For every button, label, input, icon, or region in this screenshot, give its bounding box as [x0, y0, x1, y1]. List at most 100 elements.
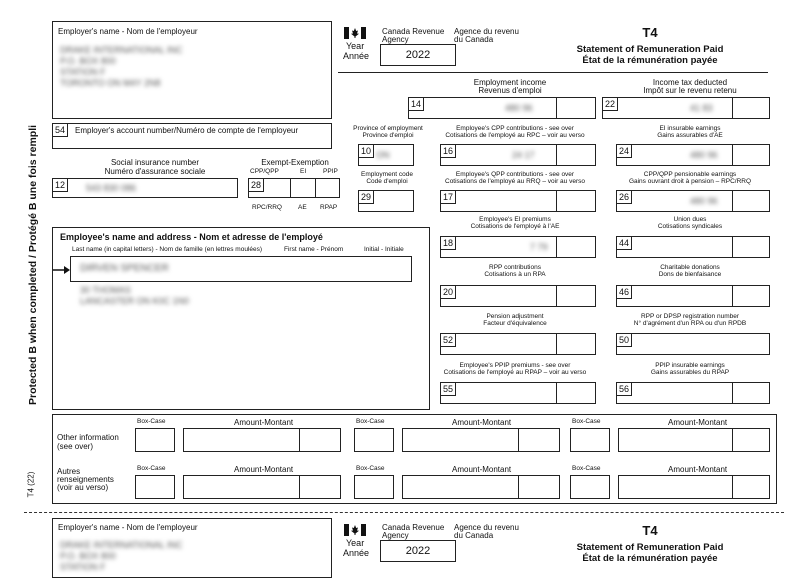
box22-label-2: Impôt sur le revenu retenu — [643, 86, 737, 95]
copy2-title-fr: État de la rémunération payée — [582, 553, 718, 564]
year-box[interactable] — [380, 44, 456, 66]
employer-name-box[interactable] — [52, 21, 332, 119]
row1-amount-field-1[interactable] — [183, 428, 341, 452]
copy2-year-label: Year — [346, 538, 365, 548]
other-info-en-1: Other information — [57, 433, 119, 442]
box52-field[interactable] — [440, 333, 596, 355]
employer-name-line-1: DRAKE INTERNATIONAL INC — [60, 45, 183, 55]
row2-box-field-3[interactable] — [570, 475, 610, 499]
row1-amount-field-2[interactable] — [402, 428, 560, 452]
box24-value: 480 96 — [690, 150, 718, 160]
sin-label-2: Numéro d'assurance sociale — [104, 167, 206, 176]
box44-cents-divider — [732, 236, 733, 258]
box55-field[interactable] — [440, 382, 596, 404]
copy2-year-value: 2022 — [405, 545, 431, 557]
agency-fr-line-2: du Canada — [454, 35, 494, 44]
box12-field[interactable] — [52, 178, 238, 198]
box20-label-1: RPP contributions — [489, 264, 541, 271]
row2-amount-field-3[interactable] — [618, 475, 770, 499]
row1-box-field-3[interactable] — [570, 428, 610, 452]
row1-amount-field-3[interactable] — [618, 428, 770, 452]
box28-field[interactable] — [248, 178, 340, 198]
box10-label-2: Province d'emploi — [362, 132, 414, 139]
box16-field[interactable] — [440, 144, 596, 166]
box26-field[interactable] — [616, 190, 770, 212]
copy2-agency-fr-line-2: du Canada — [454, 531, 494, 540]
row1-amount-3: Amount-Montant — [668, 418, 728, 427]
copy2-year-box[interactable] — [380, 540, 456, 562]
box16-number: 16 — [441, 145, 457, 158]
copy2-form-code: T4 — [642, 523, 658, 538]
box46-cents-divider — [732, 285, 733, 307]
row1-box-case-2: Box-Case — [356, 418, 385, 425]
box22-cents-divider — [732, 97, 733, 119]
row2-box-field-1[interactable] — [135, 475, 175, 499]
row2-amount-1: Amount-Montant — [234, 465, 294, 474]
employee-name-value: DIRVEN SPENCER — [80, 263, 169, 274]
box24-field[interactable] — [616, 144, 770, 166]
box46-field[interactable] — [616, 285, 770, 307]
box10-field[interactable] — [358, 144, 414, 166]
row1-amount-divider-2 — [518, 428, 519, 452]
row1-box-field-2[interactable] — [354, 428, 394, 452]
box56-number: 56 — [617, 383, 633, 396]
arrow-right-icon — [53, 262, 71, 274]
row2-amount-field-2[interactable] — [402, 475, 560, 499]
box28-divider-1 — [290, 178, 291, 198]
box54-number: 54 — [53, 124, 69, 137]
box17-number: 17 — [441, 191, 457, 204]
employee-name-field[interactable] — [70, 256, 412, 282]
year-value: 2022 — [405, 49, 431, 61]
employee-header: Employee's name and address - Nom et adr… — [60, 232, 323, 242]
box17-field[interactable] — [440, 190, 596, 212]
agency-en-line-2: Agency — [382, 35, 409, 44]
box18-field[interactable] — [440, 236, 596, 258]
employee-address-line-2: LANCASTER ON K0C 1N0 — [80, 296, 190, 306]
box26-label-2: Gains ouvrant droit à pension – RPC/RRQ — [628, 178, 752, 185]
title-en: Statement of Remuneration Paid — [576, 44, 724, 55]
row1-amount-divider-3 — [732, 428, 733, 452]
year-label: Year — [346, 41, 365, 51]
other-info-fr-3: (voir au verso) — [57, 483, 109, 492]
box20-field[interactable] — [440, 285, 596, 307]
employer-name-line-4: TORONTO ON M4Y 2N8 — [60, 78, 161, 88]
form-code-side-text: T4 (22) — [26, 471, 36, 498]
row2-amount-field-1[interactable] — [183, 475, 341, 499]
other-info-fr-2: renseignements — [57, 475, 114, 484]
row2-box-field-2[interactable] — [354, 475, 394, 499]
agency-fr-line-1: Agence du revenu — [454, 27, 519, 36]
row1-box-case-3: Box-Case — [572, 418, 601, 425]
box29-field[interactable] — [358, 190, 414, 212]
copy2-agency-fr-line-1: Agence du revenu — [454, 523, 519, 532]
title-fr: État de la rémunération payée — [582, 55, 718, 66]
box22-field[interactable] — [602, 97, 770, 119]
box50-field[interactable] — [616, 333, 770, 355]
box14-field[interactable] — [408, 97, 596, 119]
box54-label: Employer's account number/Numéro de comp… — [75, 126, 299, 135]
exempt-col-ei: EI — [300, 168, 307, 175]
box10-number: 10 — [359, 145, 375, 158]
employee-address-line-1: 30 THOMAS — [80, 285, 131, 295]
box52-number: 52 — [441, 334, 457, 347]
box17-label-1: Employee's QPP contributions - see over — [455, 171, 575, 178]
box56-field[interactable] — [616, 382, 770, 404]
perforation-line — [24, 512, 784, 513]
box18-number: 18 — [441, 237, 457, 250]
row2-amount-divider-1 — [299, 475, 300, 499]
box22-value: 41 83 — [690, 103, 713, 113]
box12-number: 12 — [53, 179, 69, 192]
exempt-label: Exempt-Exemption — [261, 158, 329, 167]
employee-address-box[interactable] — [52, 227, 430, 410]
box18-label-1: Employee's EI premiums — [479, 216, 551, 223]
row2-box-case-3: Box-Case — [572, 465, 601, 472]
row1-amount-1: Amount-Montant — [234, 418, 294, 427]
box28-divider-2 — [315, 178, 316, 198]
box54-field[interactable] — [52, 123, 332, 149]
box44-field[interactable] — [616, 236, 770, 258]
copy2-title-en: Statement of Remuneration Paid — [576, 542, 724, 553]
box16-label-1: Employee's CPP contributions - see over — [456, 125, 574, 132]
row1-box-field-1[interactable] — [135, 428, 175, 452]
box16-value: 24 17 — [512, 150, 535, 160]
row2-amount-3: Amount-Montant — [668, 465, 728, 474]
box55-number: 55 — [441, 383, 457, 396]
